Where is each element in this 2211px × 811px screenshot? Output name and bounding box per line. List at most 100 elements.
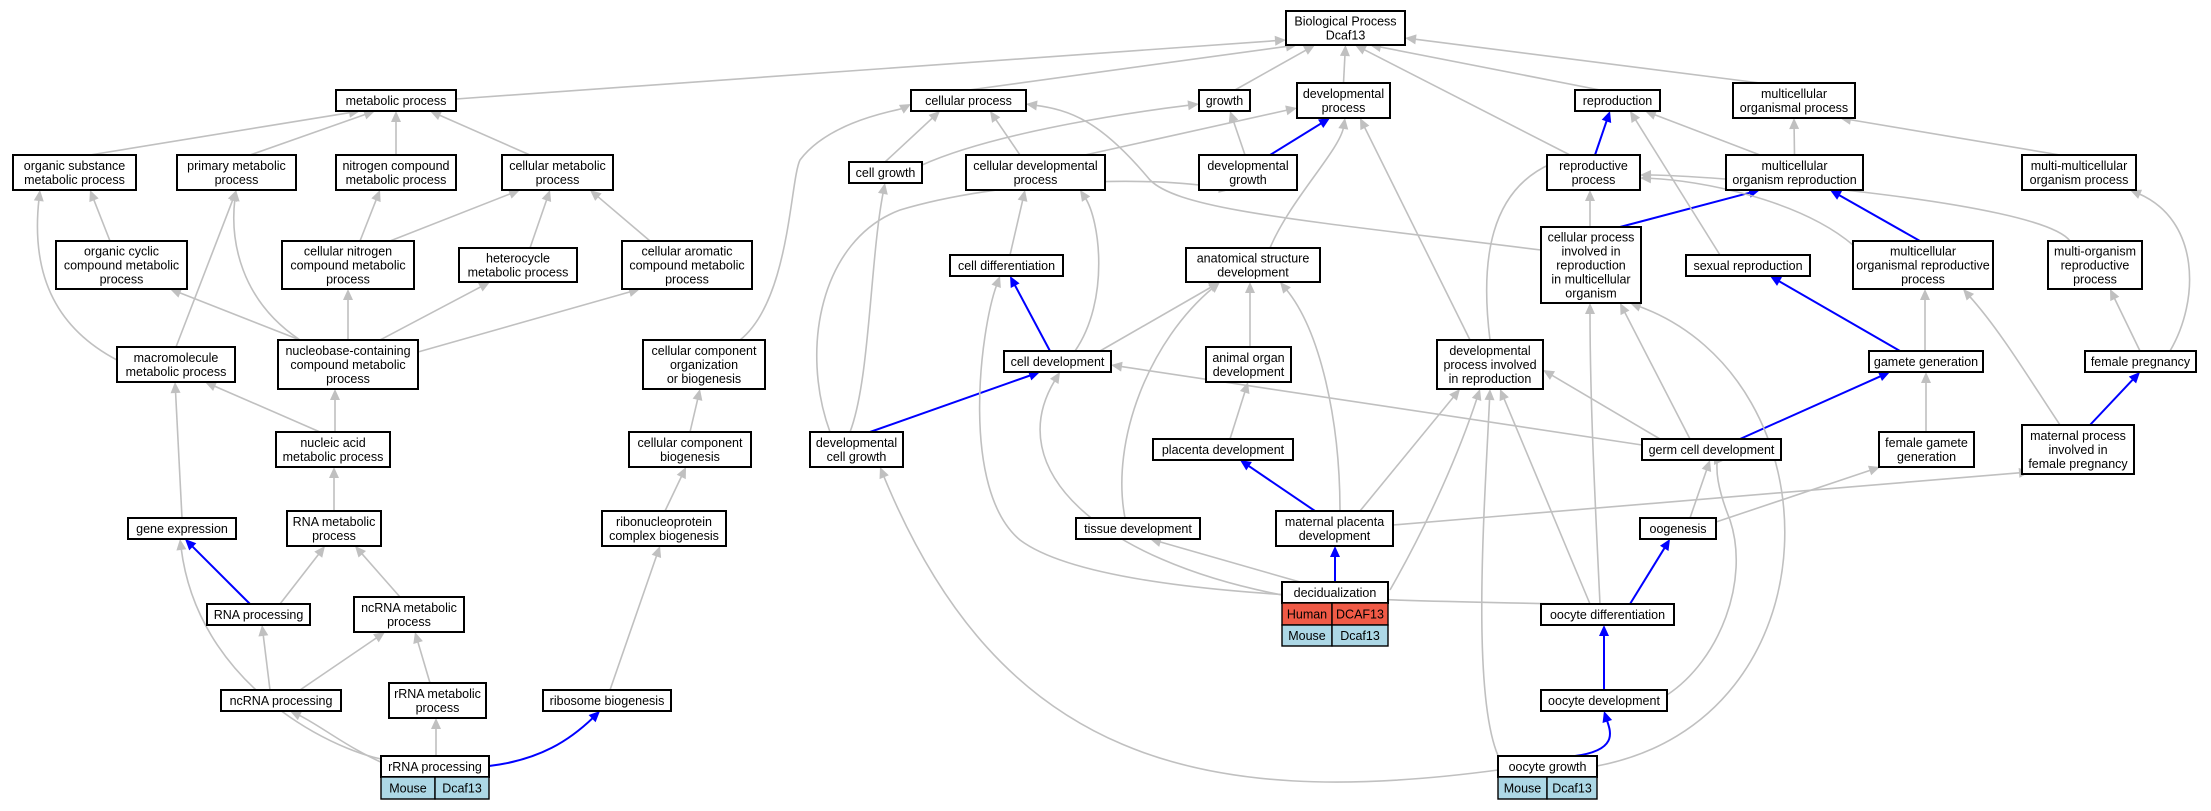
- term-label: maternal placenta: [1285, 515, 1384, 529]
- term-box: [1198, 154, 1298, 191]
- term-label: ribonucleoprotein: [616, 515, 712, 529]
- term-node-ribosome-bio[interactable]: ribosome biogenesis: [542, 689, 672, 712]
- term-node-placenta-dev[interactable]: placenta development: [1152, 438, 1294, 461]
- term-box: [116, 346, 236, 383]
- edge-oogenesis-to-germ_cell_dev: [1689, 460, 1712, 519]
- term-label: cellular developmental: [973, 159, 1097, 173]
- term-label: metabolic process: [468, 266, 569, 280]
- term-node-oogenesis[interactable]: oogenesis: [1639, 517, 1717, 540]
- edge-female_preg-to-multi_org_repro: [2110, 289, 2141, 352]
- term-box: [1540, 226, 1642, 304]
- term-node-rrna-proc[interactable]: rRNA processing: [380, 755, 490, 778]
- term-box: [1540, 689, 1668, 712]
- term-box: [848, 161, 923, 184]
- edge-cell_aromatic-to-cellular_met: [590, 190, 651, 242]
- term-label: reproduction: [1583, 94, 1653, 108]
- term-label: sexual reproduction: [1693, 259, 1802, 273]
- term-node-rna-proc[interactable]: RNA processing: [206, 603, 311, 626]
- term-node-decidual[interactable]: decidualization: [1281, 581, 1389, 604]
- edge-multi_multicell-to-multicellular_org: [1840, 114, 2061, 156]
- edge-decidual-to-maternal_placenta: [1330, 546, 1340, 582]
- term-label: complex biogenesis: [609, 529, 719, 543]
- term-node-growth[interactable]: growth: [1198, 89, 1251, 112]
- term-node-sexual-repro[interactable]: sexual reproduction: [1685, 254, 1811, 277]
- term-label: development: [1217, 266, 1289, 280]
- term-node-cell-growth[interactable]: cell growth: [848, 161, 923, 184]
- term-label: organism reproduction: [1732, 173, 1856, 187]
- term-node-cell-dev[interactable]: cell development: [1003, 350, 1112, 373]
- term-label: developmental: [1303, 87, 1384, 101]
- term-node-ncrna-proc[interactable]: ncRNA processing: [220, 689, 342, 712]
- term-node-gene-expr[interactable]: gene expression: [127, 517, 237, 540]
- term-label: process: [2073, 273, 2117, 287]
- edge-germ_cell_dev-to-cell_dev: [1111, 361, 1643, 446]
- term-label: process: [536, 173, 580, 187]
- term-node-metabolic[interactable]: metabolic process: [335, 89, 457, 112]
- term-node-oocyte-dev[interactable]: oocyte development: [1540, 689, 1668, 712]
- term-label: metabolic process: [346, 94, 447, 108]
- edge-gamete_gen-to-sexual_repro: [1770, 276, 1901, 352]
- term-node-cellular-proc[interactable]: cellular process: [910, 89, 1027, 112]
- term-node-cell-diff[interactable]: cell differentiation: [949, 254, 1064, 277]
- edge-oocyte_dev-to-oocyte_diff: [1599, 625, 1609, 690]
- term-node-oocyte-diff[interactable]: oocyte differentiation: [1540, 603, 1675, 626]
- term-label: cell growth: [856, 166, 916, 180]
- term-label: or biogenesis: [667, 372, 741, 386]
- edge-anat_struct-to-developmental: [1269, 118, 1349, 249]
- edge-mc_org_repro-to-multicellular_org: [1789, 118, 1800, 156]
- term-node-germ-cell-dev[interactable]: germ cell development: [1641, 438, 1782, 461]
- edge-nucleobase-to-cell_aromatic: [417, 287, 640, 353]
- term-label: process: [1572, 173, 1616, 187]
- term-label: cellular process: [1548, 231, 1635, 245]
- term-node-reproduction[interactable]: reproduction: [1574, 89, 1661, 112]
- term-node-oocyte-growth[interactable]: oocyte growth: [1497, 755, 1598, 778]
- term-label: placenta development: [1162, 443, 1285, 457]
- term-label: process: [1014, 173, 1058, 187]
- term-node-female-preg[interactable]: female pregnancy: [2084, 350, 2197, 373]
- species-label: Human: [1287, 608, 1327, 622]
- term-label: female gamete: [1885, 436, 1968, 450]
- term-node-gamete-gen[interactable]: gamete generation: [1868, 350, 1984, 373]
- term-label: process: [1322, 101, 1366, 115]
- gene-cell: [1331, 624, 1389, 647]
- term-node-tissue-dev[interactable]: tissue development: [1075, 517, 1201, 540]
- term-label: generation: [1897, 450, 1956, 464]
